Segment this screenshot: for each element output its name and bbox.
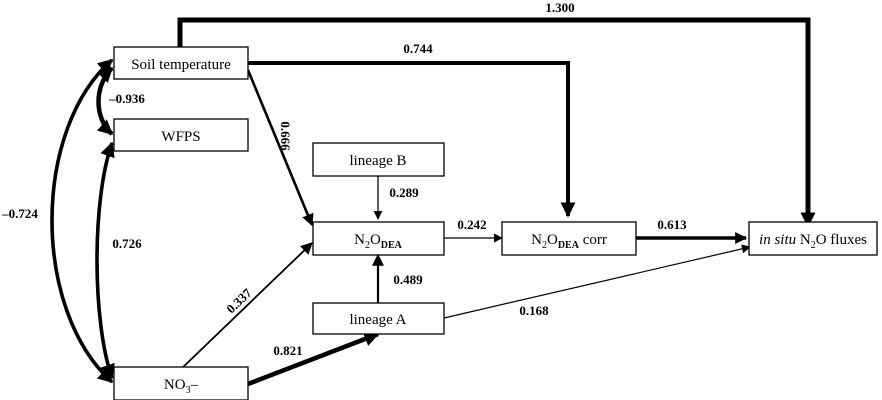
node-soil-temperature: Soil temperature (113, 46, 249, 80)
coef-no3-to-lineagea: 0.821 (273, 343, 302, 358)
in-situ-label: in situ N2O fluxes (759, 232, 867, 251)
node-n2o-dea-corr: N2ODEA corr (501, 221, 637, 256)
coef-no3-to-dea: 0.337 (223, 285, 255, 316)
node-wfps: WFPS (113, 118, 249, 152)
edge-soil-to-insitu (177, 17, 816, 228)
edge-soil-to-dea (246, 69, 314, 227)
edges (50, 17, 816, 387)
n2o-dea-corr-label: N2ODEA corr (531, 232, 607, 251)
coef-soil-no3: –0.724 (1, 206, 38, 221)
node-n2o-dea: N2ODEA (312, 221, 445, 256)
coef-lineageb-to-dea: 0.289 (389, 185, 419, 200)
coef-corr-to-insitu: 0.613 (657, 217, 687, 232)
coefficient-labels: 1.300 0.744 –0.936 –0.724 0.666 0.726 0.… (1, 0, 687, 358)
edge-no3-to-dea (179, 242, 313, 371)
node-lineage-a: lineage A (312, 302, 445, 335)
coef-lineagea-to-insitu: 0.168 (519, 303, 549, 318)
lineage-a-label: lineage A (349, 312, 406, 328)
lineage-b-label: lineage B (349, 153, 406, 169)
node-in-situ: in situ N2O fluxes (748, 221, 878, 256)
coef-soil-to-insitu: 1.300 (545, 0, 574, 15)
coef-soil-to-dea: 0.666 (278, 121, 293, 151)
node-lineage-b: lineage B (312, 142, 445, 177)
coef-soil-wfps: –0.936 (108, 91, 145, 106)
no3-label: NO3– (164, 377, 199, 396)
wfps-label: WFPS (161, 129, 200, 145)
edge-lineagea-to-insitu (443, 244, 751, 319)
edge-soil-to-corr (248, 61, 576, 218)
corr-wfps-no3 (95, 141, 115, 380)
coef-wfps-no3: 0.726 (112, 236, 142, 251)
node-no3: NO3– (113, 366, 249, 400)
corr-soil-no3 (50, 58, 114, 384)
soil-temperature-label: Soil temperature (131, 57, 231, 73)
coef-dea-to-corr: 0.242 (457, 217, 486, 232)
coef-lineagea-to-dea: 0.489 (393, 272, 423, 287)
n2o-dea-label: N2ODEA (354, 232, 403, 251)
coef-soil-to-corr: 0.744 (403, 41, 433, 56)
edge-no3-to-lineagea (247, 331, 380, 387)
